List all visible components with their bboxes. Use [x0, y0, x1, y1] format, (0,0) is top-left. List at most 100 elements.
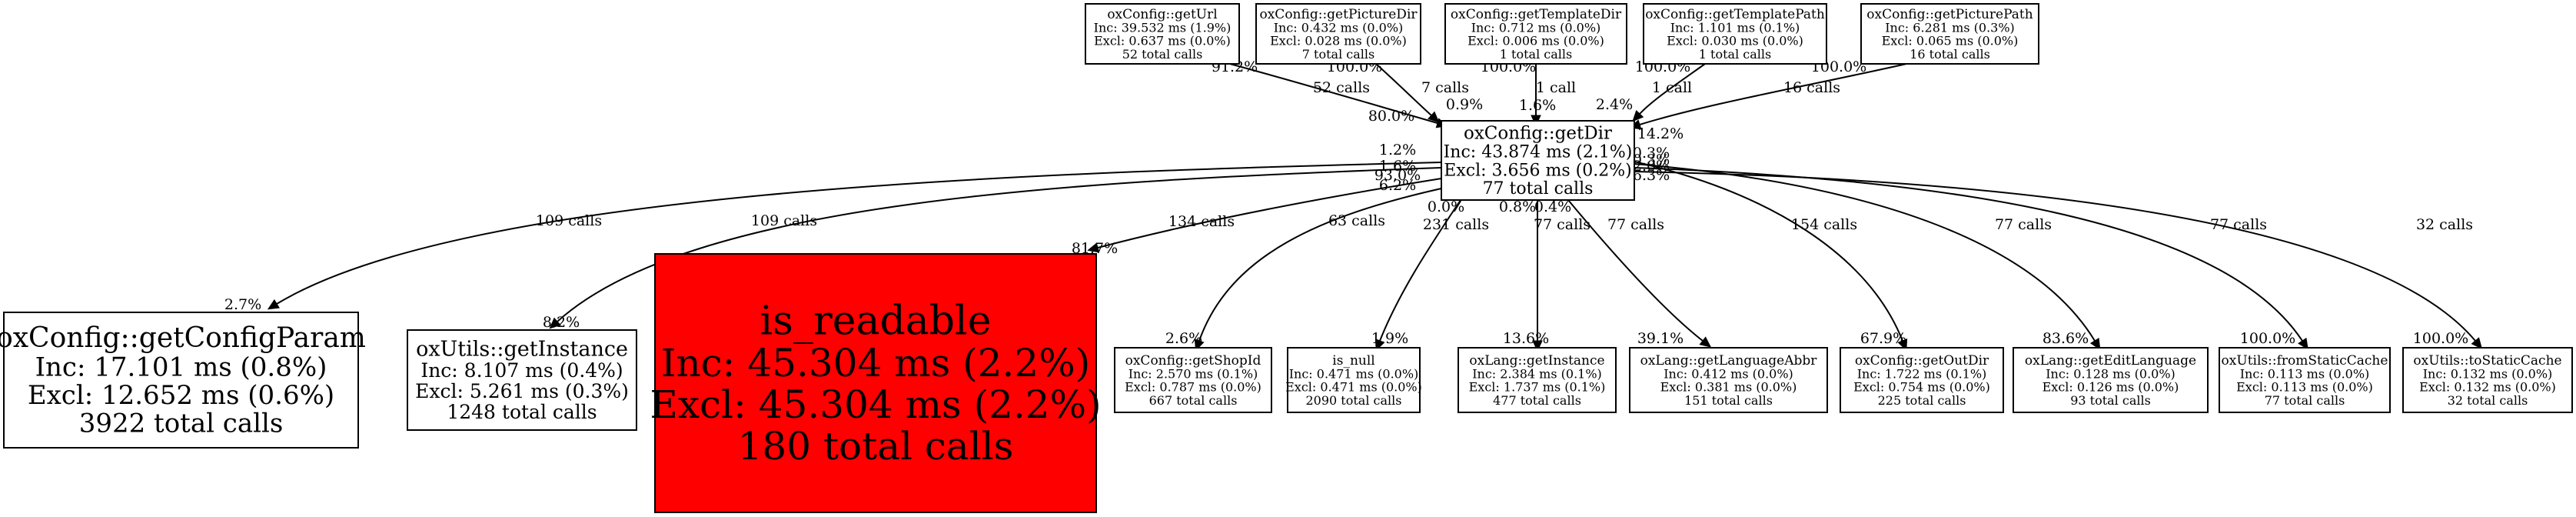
edge-head-percent: 2.6% — [1165, 330, 1202, 347]
node-box[interactable] — [407, 329, 637, 431]
node-total-calls: 16 total calls — [1910, 47, 1990, 62]
edge-head-percent: 100.0% — [2413, 330, 2468, 347]
node-exclusive-time: Excl: 12.652 ms (0.6%) — [28, 380, 334, 411]
arrowhead-icon — [267, 299, 280, 310]
node-inclusive-time: Inc: 8.107 ms (0.4%) — [420, 359, 623, 382]
edge-calls-label: 77 calls — [1995, 216, 2052, 233]
edge-tail-percent: 6.3% — [1633, 167, 1670, 184]
edge-line — [1379, 199, 1461, 342]
edge-line — [1634, 161, 1903, 342]
edge-line — [1639, 63, 1706, 115]
edge-head-percent: 14.2% — [1637, 125, 1684, 142]
edge-line — [1198, 188, 1442, 342]
edge-tail-percent: 0.0% — [1428, 198, 1464, 215]
node-exclusive-time: Excl: 45.304 ms (2.2%) — [650, 382, 1101, 427]
node-inclusive-time: Inc: 0.712 ms (0.0%) — [1471, 20, 1601, 35]
node-box[interactable] — [2219, 347, 2391, 413]
node-total-calls: 77 total calls — [1483, 179, 1594, 198]
node-box[interactable] — [1458, 347, 1617, 413]
node-function-name: oxConfig::getConfigParam — [0, 322, 366, 354]
node-exclusive-time: Excl: 0.754 ms (0.0%) — [1853, 380, 1990, 395]
node-inclusive-time: Inc: 39.532 ms (1.9%) — [1094, 20, 1231, 35]
edge-head-percent: 2.7% — [224, 296, 261, 313]
edge-head-percent: 0.9% — [1446, 96, 1483, 113]
edge-line — [276, 162, 1442, 305]
node-exclusive-time: Excl: 0.028 ms (0.0%) — [1270, 34, 1407, 48]
node-exclusive-time: Excl: 0.471 ms (0.0%) — [1285, 380, 1422, 395]
edge-head-percent: 8.2% — [543, 314, 580, 331]
node-function-name: oxConfig::getUrl — [1107, 7, 1217, 22]
node-exclusive-time: Excl: 0.787 ms (0.0%) — [1125, 380, 1261, 395]
node-total-calls: 1 total calls — [1500, 47, 1572, 62]
node-box[interactable] — [654, 253, 1097, 513]
edge-calls-label: 52 calls — [1313, 79, 1370, 96]
node-exclusive-time: Excl: 0.637 ms (0.0%) — [1094, 34, 1231, 48]
node-box[interactable] — [1643, 3, 1827, 65]
node-function-name: oxConfig::getDir — [1464, 124, 1612, 144]
edge-line — [1567, 199, 1703, 342]
node-box[interactable] — [1085, 3, 1240, 65]
node-box[interactable] — [1444, 3, 1627, 65]
node-box[interactable] — [2013, 347, 2209, 413]
edge-tail-percent: 93.0% — [1374, 167, 1421, 184]
edge-calls-label: 1 call — [1536, 79, 1576, 96]
edge-calls-label: 32 calls — [2416, 216, 2473, 233]
node-inclusive-time: Inc: 6.281 ms (0.3%) — [1885, 20, 2015, 35]
node-box[interactable] — [1860, 3, 2039, 65]
node-function-name: oxUtils::fromStaticCache — [2222, 353, 2388, 369]
edge-line — [1375, 63, 1432, 116]
node-function-name: oxConfig::getPicturePath — [1866, 7, 2033, 22]
node-exclusive-time: Excl: 0.126 ms (0.0%) — [2043, 380, 2179, 395]
node-inclusive-time: Inc: 17.101 ms (0.8%) — [35, 352, 327, 382]
edge-head-percent: 1.9% — [1371, 330, 1408, 347]
node-function-name: oxConfig::getPictureDir — [1259, 7, 1418, 22]
edge-getDir-to-toStaticCache: 32 calls 6.3% 100.0% — [1633, 167, 2483, 349]
edge-tail-percent: 6.2% — [1379, 177, 1416, 194]
edge-tail-percent: 0.3% — [1633, 145, 1670, 162]
node-total-calls: 7 total calls — [1302, 47, 1374, 62]
node-box[interactable] — [1287, 347, 1421, 413]
node-inclusive-time: Inc: 45.304 ms (2.2%) — [661, 341, 1091, 385]
node-box[interactable] — [3, 312, 359, 449]
edge-calls-label: 109 calls — [536, 212, 602, 229]
edge-head-percent: 39.1% — [1637, 330, 1684, 347]
node-exclusive-time: Excl: 3.656 ms (0.2%) — [1444, 161, 1631, 180]
node-inclusive-time: Inc: 0.113 ms (0.0%) — [2240, 366, 2370, 381]
node-box[interactable] — [1114, 347, 1272, 413]
node-total-calls: 151 total calls — [1684, 393, 1773, 408]
edge-calls-label: 77 calls — [2210, 216, 2267, 233]
node-box[interactable] — [1629, 347, 1828, 413]
node-box[interactable] — [2402, 347, 2573, 413]
node-total-calls: 3922 total calls — [79, 409, 284, 439]
node-box[interactable] — [1441, 120, 1635, 201]
node-function-name: oxLang::getEditLanguage — [2025, 353, 2196, 369]
node-function-name: is_readable — [760, 299, 992, 345]
node-total-calls: 667 total calls — [1149, 393, 1238, 408]
node-inclusive-time: Inc: 0.412 ms (0.0%) — [1664, 366, 1793, 381]
node-box[interactable] — [1255, 3, 1421, 65]
edge-calls-label: 63 calls — [1328, 212, 1385, 229]
node-box[interactable] — [1840, 347, 2004, 413]
